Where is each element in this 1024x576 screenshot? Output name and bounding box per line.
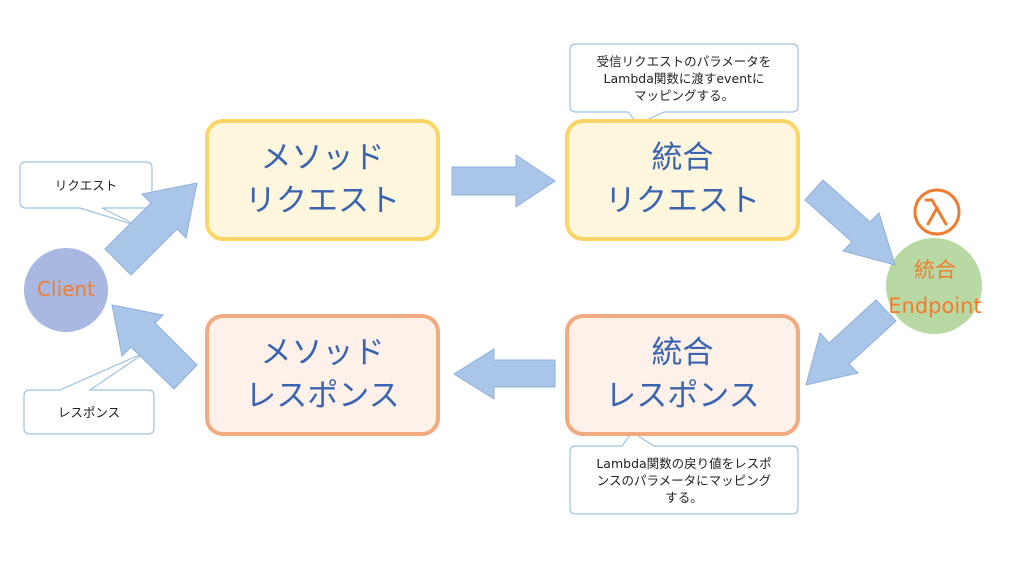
callout-integration-request-line-3: マッピングする。 [633,87,734,103]
integration-request-line-1: 統合 [651,140,714,176]
callout-response-bubble [23,351,155,435]
callout-integration-request-line-1: 受信リクエストのパラメータを [596,53,772,69]
endpoint-label-line-2: Endpoint [888,294,982,318]
arrow-endpoint-to-integration-response [805,299,897,386]
integration-response-line-2: レスポンス [605,378,760,414]
callout-integration-response-bubble [569,431,799,515]
lambda-icon [913,188,961,236]
method-request-line-1: メソッド [260,140,385,176]
endpoint-label-line-1: 統合 [914,258,956,282]
endpoint-label: 統合 Endpoint [870,252,1000,324]
method-response-line-2: レスポンス [245,378,400,414]
method-response-box: メソッド レスポンス [205,314,440,436]
arrow-integration-request-to-endpoint [804,179,896,266]
callout-integration-request-text: 受信リクエストのパラメータを Lambda関数に渡すeventに マッピングする… [570,44,798,112]
arrow-method-to-integration-request [451,154,556,208]
method-response-line-1: メソッド [260,335,385,371]
arrow-method-response-to-client [111,304,198,390]
callout-response-text: レスポンス [57,404,121,420]
integration-request-box: 統合 リクエスト [565,119,800,241]
callout-integration-request-line-2: Lambda関数に渡すeventに [603,70,765,86]
client-label: Client [37,277,95,301]
callout-request-text: リクエスト [54,177,118,193]
arrow-client-to-method-request [104,182,198,276]
callout-request-bubble [19,161,153,227]
callout-integration-response-text: Lambda関数の戻り値をレスポ ンスのパラメータにマッピング する。 [570,446,798,514]
callout-integration-response-line-1: Lambda関数の戻り値をレスポ [596,455,772,471]
integration-request-line-2: リクエスト [605,183,760,219]
callout-integration-response-line-2: ンスのパラメータにマッピング [596,472,772,488]
method-request-line-2: リクエスト [245,183,400,219]
integration-response-box: 統合 レスポンス [565,314,800,436]
endpoint-circle [886,238,982,334]
integration-response-line-1: 統合 [651,335,714,371]
client-circle [24,248,108,332]
callout-integration-response-line-3: する。 [665,489,703,505]
method-request-box: メソッド リクエスト [205,119,440,241]
callout-integration-request-bubble [569,43,799,125]
arrow-integration-to-method-response [453,348,556,400]
